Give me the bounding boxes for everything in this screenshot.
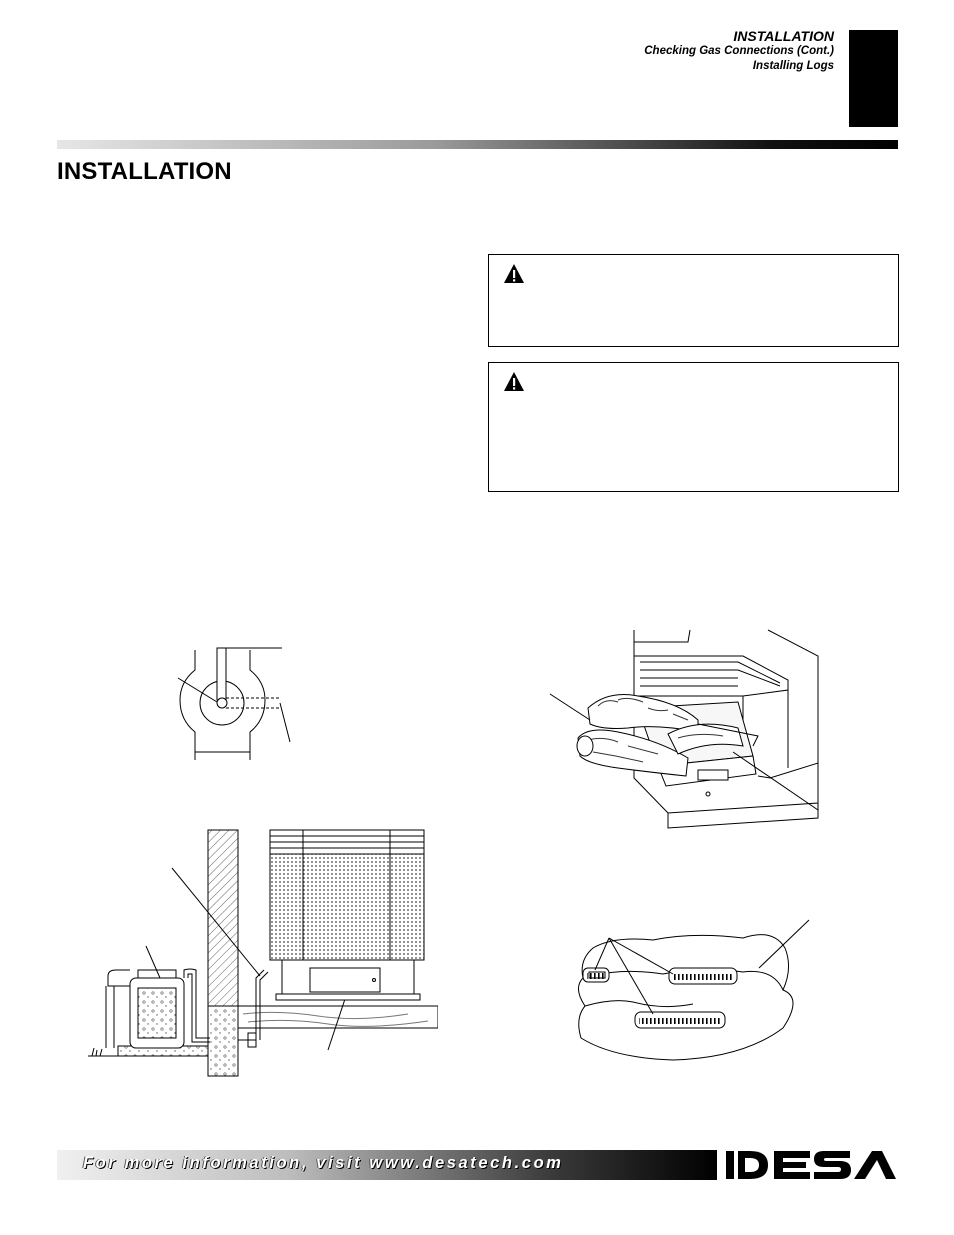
gas-valve-diagram bbox=[177, 647, 291, 760]
warning-triangle-icon bbox=[504, 264, 524, 283]
header-section-title: INSTALLATION bbox=[733, 28, 834, 44]
gas-meter-connection-diagram bbox=[88, 829, 438, 1077]
running-header: INSTALLATION Checking Gas Connections (C… bbox=[644, 28, 834, 74]
page-title: INSTALLATION bbox=[57, 158, 232, 185]
log-set-installation-diagram bbox=[549, 629, 819, 829]
header-rule bbox=[57, 140, 898, 149]
log-burner-top-view-diagram bbox=[578, 919, 810, 1061]
warning-box-2 bbox=[488, 362, 899, 492]
header-subtitle-2: Installing Logs bbox=[752, 60, 834, 72]
warning-triangle-icon bbox=[504, 372, 524, 391]
header-subtitle-1: Checking Gas Connections (Cont.) bbox=[644, 45, 834, 57]
section-tab bbox=[849, 30, 898, 127]
footer-bar bbox=[57, 1150, 717, 1180]
footer-website-text: For more information, visit www.desatech… bbox=[83, 1154, 564, 1172]
desa-logo bbox=[726, 1151, 896, 1179]
warning-box-1 bbox=[488, 254, 899, 347]
